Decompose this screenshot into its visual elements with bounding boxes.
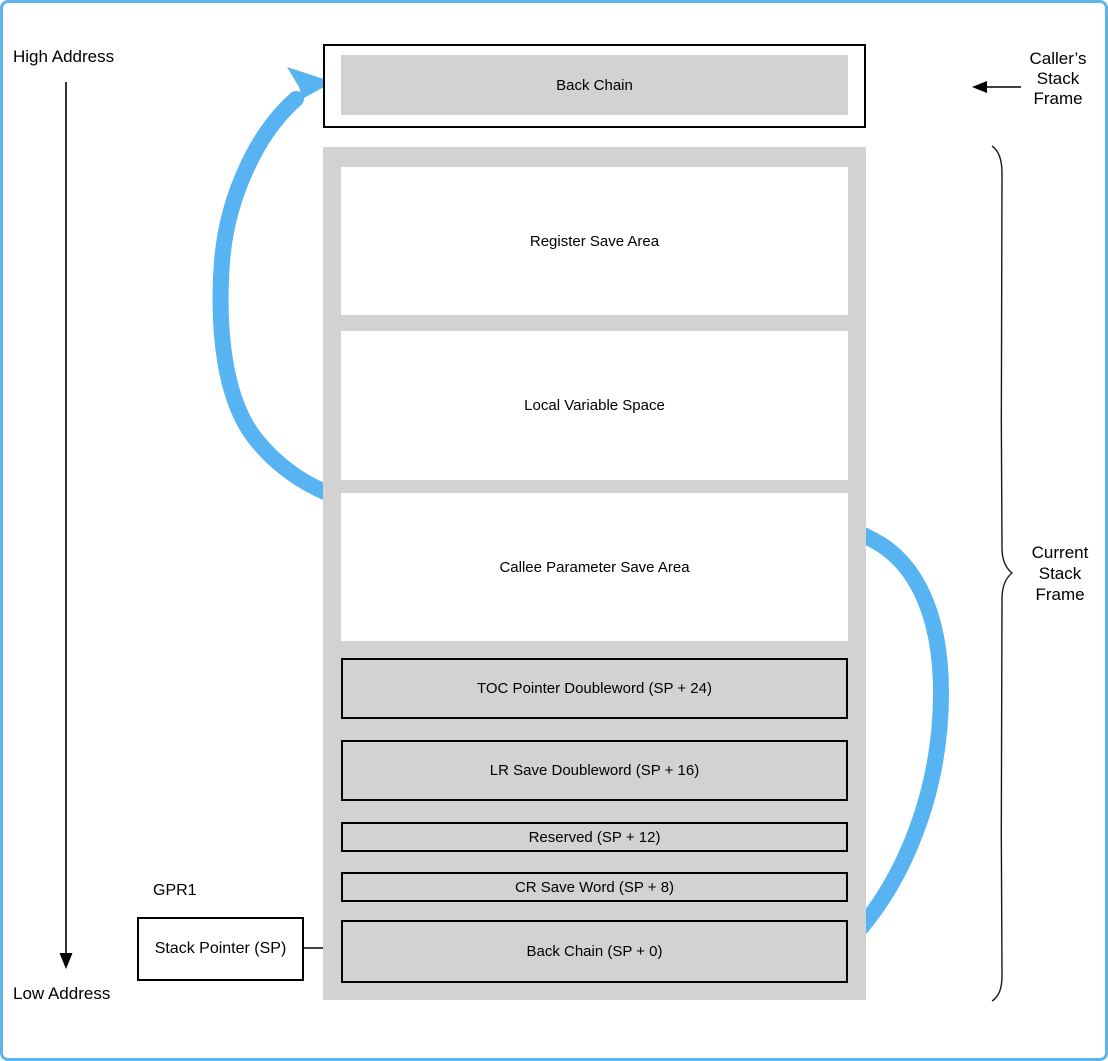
cell-local-variable-space: Local Variable Space <box>341 331 848 480</box>
cell-callee-parameter-save-area: Callee Parameter Save Area <box>341 493 848 641</box>
current-stack-frame-container: Register Save Area Local Variable Space … <box>323 147 866 1000</box>
cell-cr-save-word-label: CR Save Word (SP + 8) <box>514 878 675 896</box>
low-address-label: Low Address <box>13 984 111 1003</box>
caller-frame-arrowhead <box>972 81 987 93</box>
caller-back-chain-cell: Back Chain <box>341 55 848 115</box>
cell-back-chain-sp0: Back Chain (SP + 0) <box>341 920 848 983</box>
cell-register-save-area: Register Save Area <box>341 167 848 315</box>
cell-back-chain-sp0-label: Back Chain (SP + 0) <box>526 943 663 960</box>
cell-callee-parameter-save-area-label: Callee Parameter Save Area <box>499 558 690 576</box>
address-direction-arrowhead <box>59 953 73 969</box>
cell-local-variable-space-label: Local Variable Space <box>524 397 665 414</box>
high-address-label: High Address <box>13 47 115 66</box>
cell-toc-pointer-doubleword: TOC Pointer Doubleword (SP + 24) <box>341 658 848 719</box>
gpr1-label: GPR1 <box>153 882 197 899</box>
stack-pointer-box: Stack Pointer (SP) <box>137 917 304 981</box>
callers-stack-frame-label: Caller’s Stack Frame <box>1029 49 1087 108</box>
cell-register-save-area-label: Register Save Area <box>529 232 660 250</box>
cell-reserved: Reserved (SP + 12) <box>341 822 848 852</box>
caller-back-chain-label: Back Chain <box>556 76 633 94</box>
cell-cr-save-word: CR Save Word (SP + 8) <box>341 872 848 902</box>
cell-lr-save-doubleword: LR Save Doubleword (SP + 16) <box>341 740 848 801</box>
current-frame-brace <box>991 145 1014 1002</box>
stack-pointer-label: Stack Pointer (SP) <box>154 940 287 957</box>
cell-reserved-label: Reserved (SP + 12) <box>528 828 661 846</box>
cell-lr-save-doubleword-label: LR Save Doubleword (SP + 16) <box>489 762 700 779</box>
current-stack-frame-label: Current Stack Frame <box>1031 543 1089 604</box>
caller-stack-frame-box: Back Chain <box>323 44 866 128</box>
cell-toc-pointer-doubleword-label: TOC Pointer Doubleword (SP + 24) <box>477 680 712 697</box>
